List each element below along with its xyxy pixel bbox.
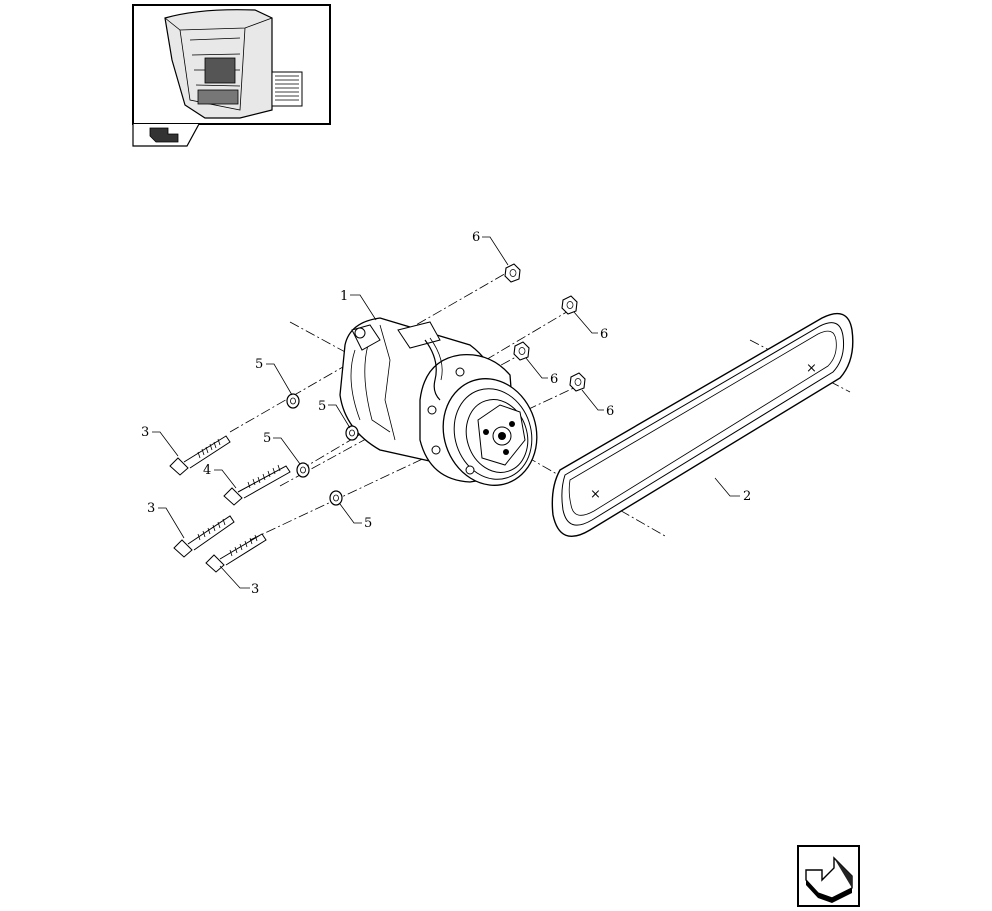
- callout-washer-b: 5: [318, 399, 326, 414]
- washer-5-b: [345, 425, 359, 441]
- section-tab-icon: [132, 123, 200, 147]
- washer-5-c: [296, 462, 310, 478]
- callout-nut-d: 6: [606, 404, 614, 419]
- callout-nut-b: 6: [600, 327, 608, 342]
- nut-6-c: [513, 341, 530, 361]
- washer-5-d: [329, 490, 343, 506]
- nut-6-d: [569, 372, 586, 392]
- svg-text:×: ×: [590, 487, 601, 502]
- callout-belt: 2: [743, 489, 751, 504]
- compressor-part: [339, 317, 538, 486]
- callout-nut-c: 6: [550, 372, 558, 387]
- callout-washer-d: 5: [364, 516, 372, 531]
- callout-bolt-long: 4: [203, 463, 211, 478]
- callout-bolt-upper: 3: [141, 425, 149, 440]
- bolt-4: [223, 464, 291, 506]
- nut-6-a: [504, 263, 521, 283]
- callout-washer-c: 5: [263, 431, 271, 446]
- cab-location-icon: [132, 4, 331, 125]
- washer-5-a: [286, 393, 300, 409]
- leader-lines: [152, 236, 740, 589]
- bolt-3-lower: [205, 533, 267, 573]
- drive-belt-part: × ×: [551, 312, 854, 538]
- callout-nut-a: 6: [472, 230, 480, 245]
- svg-text:×: ×: [806, 361, 817, 376]
- bolt-3-middle: [173, 515, 235, 558]
- nut-6-b: [561, 295, 578, 315]
- callout-bolt-lower: 3: [251, 582, 259, 597]
- bolt-3-upper: [169, 435, 231, 476]
- callout-compressor: 1: [340, 289, 348, 304]
- next-page-arrow-icon[interactable]: [797, 845, 860, 907]
- callout-bolt-middle: 3: [147, 501, 155, 516]
- callout-washer-a: 5: [255, 357, 263, 372]
